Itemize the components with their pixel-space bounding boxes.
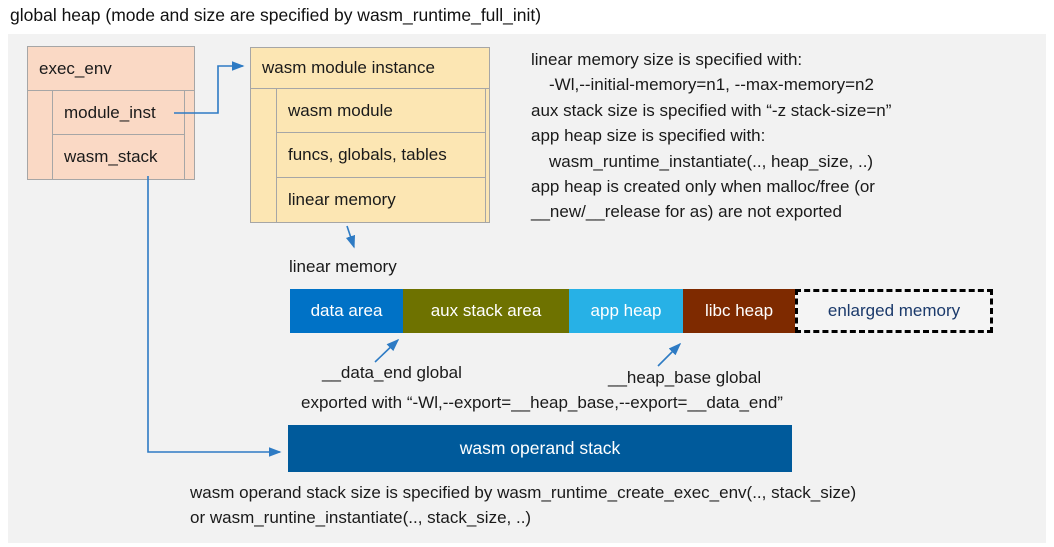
exec-env-header: exec_env (28, 47, 194, 91)
segment-libc-heap: libc heap (683, 289, 795, 333)
notes-right: linear memory size is specified with: -W… (531, 47, 1036, 225)
segment-app-heap: app heap (569, 289, 683, 333)
segment-aux-stack-area: aux stack area (403, 289, 569, 333)
note-line: app heap size is specified with: (531, 126, 766, 146)
note-line: __new/__release for as) are not exported (531, 202, 842, 222)
page-title: global heap (mode and size are specified… (10, 5, 542, 25)
note-line: or wasm_runtine_instantiate(.., stack_si… (190, 508, 532, 528)
module-instance-cell-funcs-globals-tables: funcs, globals, tables (276, 132, 486, 178)
segment-data-area: data area (290, 289, 403, 333)
linear-memory-bar: data area aux stack area app heap libc h… (290, 289, 993, 333)
note-line: linear memory size is specified with: (531, 50, 803, 69)
operand-stack-notes: wasm operand stack size is specified by … (190, 480, 856, 531)
heap-base-global-label: __heap_base global (608, 368, 762, 387)
segment-enlarged-memory: enlarged memory (795, 289, 993, 333)
linear-memory-label: linear memory (289, 257, 397, 276)
module-instance-header: wasm module instance (251, 48, 489, 89)
note-line: aux stack size is specified with “-z sta… (531, 100, 892, 120)
exec-env-cell-wasm-stack: wasm_stack (52, 134, 185, 180)
note-line: -Wl,--initial-memory=n1, --max-memory=n2 (549, 75, 874, 95)
note-line: wasm_runtime_instantiate(.., heap_size, … (549, 151, 874, 171)
wasm-operand-stack-box: wasm operand stack (288, 425, 792, 472)
module-instance-cell-wasm-module: wasm module (276, 88, 486, 133)
module-instance-cell-linear-memory: linear memory (276, 177, 486, 223)
note-line: app heap is created only when malloc/fre… (531, 177, 875, 197)
export-flags-note: exported with “-Wl,--export=__heap_base,… (301, 393, 783, 412)
exec-env-cell-module-inst: module_inst (52, 90, 185, 135)
note-line: wasm operand stack size is specified by … (190, 483, 857, 502)
data-end-global-label: __data_end global (322, 363, 462, 382)
wasm-operand-stack-label: wasm operand stack (459, 438, 621, 458)
